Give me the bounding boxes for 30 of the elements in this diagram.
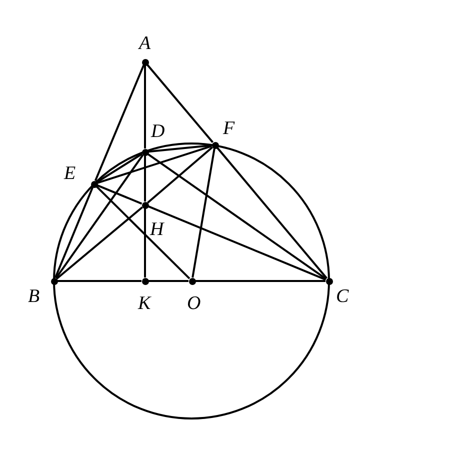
line-segment [144, 66, 146, 148]
line-segment [96, 153, 143, 183]
point-label: F [223, 119, 235, 138]
line-segment [144, 208, 146, 278]
line-segment [192, 148, 216, 278]
line-segment [58, 280, 142, 282]
point-label: B [28, 287, 40, 306]
line-segment [96, 186, 190, 280]
line-segment [148, 144, 212, 153]
line-segment [148, 205, 326, 281]
point-label: D [151, 122, 165, 141]
line-segment [148, 280, 188, 282]
point-label: H [150, 220, 164, 239]
line-segment [55, 154, 144, 279]
line-segment [96, 184, 142, 205]
line-segment [147, 153, 327, 280]
line-segment [97, 145, 212, 184]
line-segment [94, 64, 145, 182]
line-segment [56, 206, 143, 280]
point-label: O [187, 294, 201, 313]
line-segment [216, 147, 328, 279]
point-label: K [138, 294, 151, 313]
line-segment [146, 64, 214, 143]
point-label: E [64, 164, 76, 183]
line-segment [196, 280, 326, 282]
line-segment [54, 186, 94, 278]
point-label: C [336, 287, 349, 306]
point-label: A [139, 34, 151, 53]
line-segment [144, 156, 146, 202]
line-segment [147, 146, 213, 204]
